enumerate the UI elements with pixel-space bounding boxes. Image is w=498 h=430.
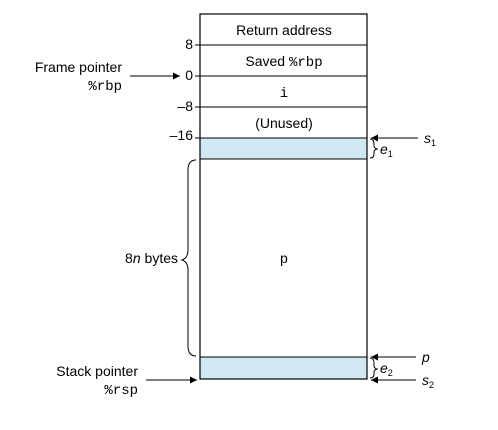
offset-plus8: 8: [185, 36, 193, 52]
row-saved-rbp: Saved %rbp: [245, 53, 322, 71]
padding-region-e1: [200, 138, 367, 159]
frame-pointer-reg: %rbp: [88, 79, 122, 95]
row-return-address: Return address: [236, 22, 332, 38]
stack-box: [199, 13, 368, 380]
padding-region-e2: [200, 357, 367, 379]
bytes-label: 8n bytes: [125, 250, 178, 266]
e2-brace: [369, 357, 379, 379]
frame-pointer-label: Frame pointer: [35, 59, 122, 75]
stack-pointer-reg: %rsp: [104, 383, 138, 399]
row-var-i: i: [280, 86, 288, 102]
row-var-p: p: [280, 252, 288, 268]
p-label: p: [421, 349, 430, 365]
s1-label: s1: [424, 130, 436, 148]
offset-minus16: –16: [170, 127, 194, 143]
offset-minus8: –8: [177, 98, 193, 114]
row-unused: (Unused): [255, 115, 313, 131]
stack-pointer-label: Stack pointer: [56, 363, 138, 379]
bytes-brace: [180, 159, 197, 357]
e2-label: e2: [380, 360, 393, 378]
e1-label: e1: [380, 141, 393, 159]
offset-zero: 0: [185, 67, 193, 83]
s2-label: s2: [422, 372, 434, 390]
e1-brace: [369, 138, 379, 159]
